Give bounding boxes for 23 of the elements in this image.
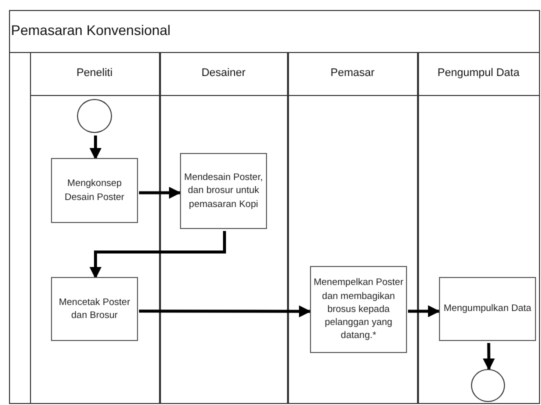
lane-header: Pemasar xyxy=(288,52,416,96)
swimlane xyxy=(288,52,418,404)
swimlane xyxy=(30,52,160,404)
arrow xyxy=(139,305,311,318)
process-box: Mengumpulkan Data xyxy=(439,277,536,341)
lane-header: Desainer xyxy=(160,52,286,96)
arrow xyxy=(139,186,181,199)
swimlane xyxy=(418,52,540,404)
process-box: Mendesain Poster, dan brosur untuk pemasaran Kopi xyxy=(180,153,267,229)
arrow xyxy=(408,305,440,318)
pool-frame xyxy=(9,10,540,404)
swimlane xyxy=(160,52,288,404)
arrow xyxy=(90,136,102,160)
arrow xyxy=(90,231,226,279)
process-box: Mengkonsep Desain Poster xyxy=(51,158,138,223)
event-circle xyxy=(471,369,505,402)
event-circle xyxy=(77,99,112,133)
pool-title: Pemasaran Konvensional xyxy=(10,11,539,53)
arrow xyxy=(482,342,495,371)
process-box: Menempelkan Poster dan membagikan brosus kepada pelanggan yang datang.* xyxy=(310,266,407,353)
lane-header: Pengumpul Data xyxy=(418,52,538,96)
lane-header: Peneliti xyxy=(30,52,158,96)
process-box: Mencetak Poster dan Brosur xyxy=(51,277,138,341)
